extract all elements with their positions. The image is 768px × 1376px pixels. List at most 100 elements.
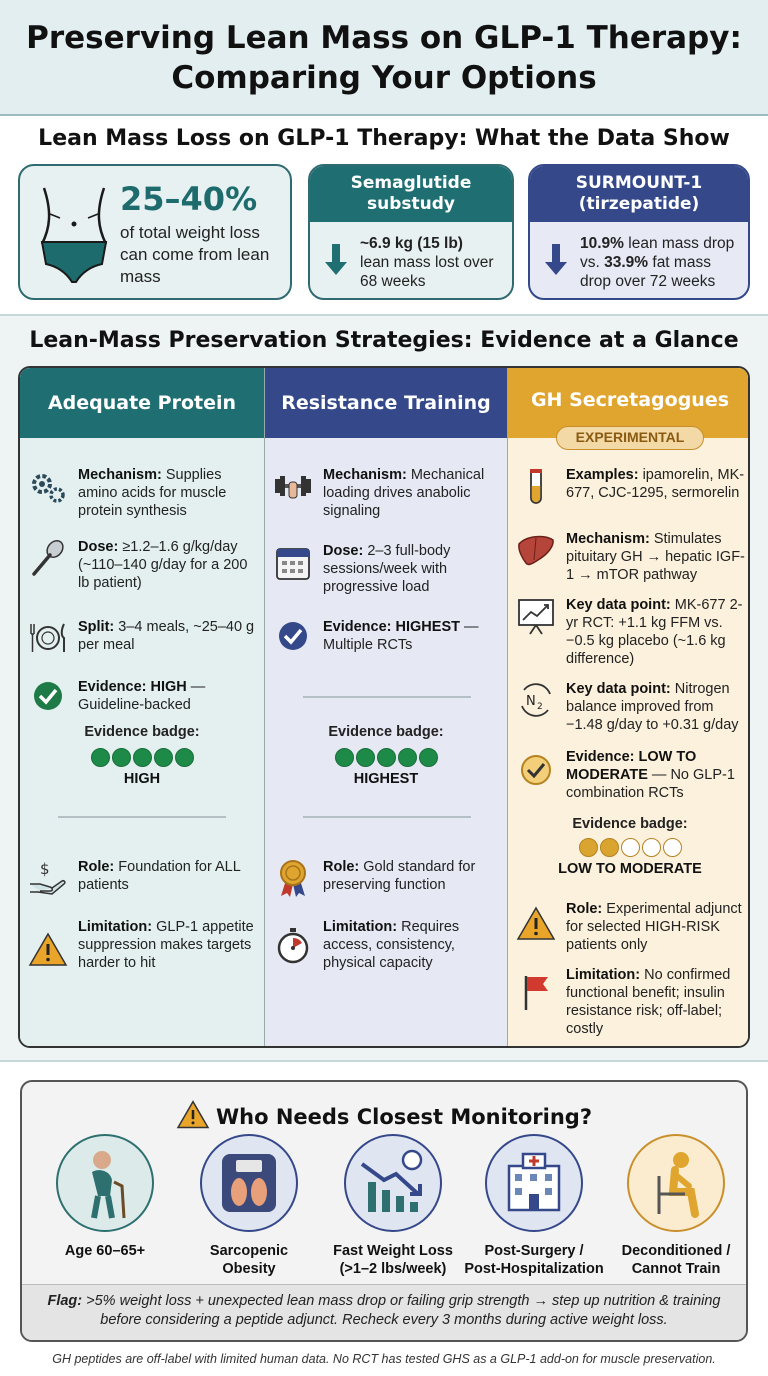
dumbbell-icon [275,476,311,499]
dose-label: Dose: [78,539,119,555]
semaglutide-header: Semaglutide substudy [310,166,512,222]
check-circle-icon [521,755,551,785]
risk-group-fast-loss: Fast Weight Loss (>1–2 lbs/week) [320,1134,466,1278]
role-label: Role: [78,859,115,875]
waist-icon [40,187,108,283]
divider [303,816,471,818]
risk-label: (>1–2 lbs/week) [339,1261,447,1277]
monitoring-panel: Who Needs Closest Monitoring? Age 60–65+… [20,1080,748,1342]
evidence-text: — Guideline-backed [78,679,206,713]
surmount-detail: fat mass drop over 72 weeks [580,254,716,290]
resistance-evidence-dots [265,748,507,772]
ghs-badge-level: LOW TO MODERATE [558,861,702,877]
semaglutide-card: Semaglutide substudy ~6.9 kg (15 lb) lea… [308,164,514,300]
check-circle-icon [34,682,62,710]
evidence-dot-empty [641,838,661,857]
semaglutide-subtitle: substudy [367,194,455,214]
stopwatch-icon [277,928,309,964]
page-title: Preserving Lean Mass on GLP-1 Therapy: C… [0,0,768,98]
ghs-column: GH Secretagogues EXPERIMENTAL Examples: … [507,368,748,1046]
flag-text: >5% weight loss + unexpected lean mass d… [82,1293,721,1328]
limitation-label: Limitation: [566,967,641,983]
evidence-dot-filled [418,748,438,767]
split-text: 3–4 meals, ~25–40 g per meal [78,619,255,653]
evidence-dot-filled [174,748,194,767]
down-arrow-icon [325,244,347,275]
dose-text: 2–3 full-body sessions/week with progres… [323,543,451,595]
warning-icon [28,932,68,966]
check-circle-icon [279,622,307,650]
semaglutide-title: Semaglutide [350,173,472,193]
protein-badge-level: HIGH [123,771,161,787]
resistance-badge-level: HIGHEST [353,771,419,787]
monitoring-heading: Who Needs Closest Monitoring? [22,1100,746,1130]
role-text: Experimental adjunct for selected HIGH-R… [566,901,742,953]
resistance-badge-label: Evidence badge: [328,724,444,740]
semaglutide-detail: lean mass lost over 68 weeks [360,254,494,290]
dose-text: ≥1.2–1.6 g/kg/day (~110–140 g/day for a … [78,539,248,591]
evidence-dot-filled [334,748,354,767]
liver-icon [518,535,554,566]
award-medal-icon [280,860,306,897]
evidence-dot-filled [578,838,598,857]
ghs-evidence-dots [508,838,748,862]
risk-label: Deconditioned / [621,1243,731,1259]
evidence-dot-filled [355,748,375,767]
scale-icon [222,1154,276,1212]
divider [303,696,471,698]
evidence-text: — Multiple RCTs [323,619,479,653]
divider [58,816,226,818]
warning-icon [176,1100,210,1129]
evidence-label: Evidence: HIGH [78,679,187,695]
surmount-fat-value: 33.9% [604,254,649,271]
risk-group-age: Age 60–65+ [32,1134,178,1260]
svg-text:2: 2 [537,702,543,712]
limitation-text: No confirmed functional benefit; insulin… [566,967,731,1037]
surmount-card: SURMOUNT-1 (tirzepatide) 10.9% lean mass… [528,164,750,300]
role-label: Role: [323,859,360,875]
warning-icon [516,906,556,940]
surmount-subtitle: (tirzepatide) [578,194,700,214]
evidence-dot-filled [153,748,173,767]
hospital-icon [507,1152,561,1212]
title-line-2: Comparing Your Options [171,60,597,96]
protein-column: Adequate Protein Mechanism: Supplies ami… [20,368,264,1046]
seated-person-icon [657,1152,699,1218]
footnote: GH peptides are off-label with limited h… [52,1352,716,1366]
chart-board-icon [518,599,554,635]
calendar-icon [276,548,310,580]
dose-label: Dose: [323,543,364,559]
data-point-text: Nitrogen balance improved from −1.48 g/d… [566,681,739,733]
test-tube-icon [530,469,542,504]
evidence-dot-filled [397,748,417,767]
role-text: Gold standard for preserving function [323,859,476,893]
mechanism-text: Stimulates pituitary GH → hepatic IGF-1 … [566,531,745,583]
role-label: Role: [566,901,603,917]
protein-evidence-dots [20,748,264,772]
surmount-body: 10.9% lean mass drop vs. 33.9% fat mass … [530,222,748,291]
surmount-title: SURMOUNT-1 [575,173,703,193]
evidence-dot-filled [132,748,152,767]
risk-group-deconditioned: Deconditioned /Cannot Train [606,1134,746,1278]
monitoring-flag: Flag: >5% weight loss + unexpected lean … [22,1284,746,1340]
data-point-label: Key data point: [566,597,671,613]
risk-label: Fast Weight Loss [333,1243,453,1259]
resistance-header: Resistance Training [265,368,507,438]
evidence-dot-filled [599,838,619,857]
lean-mass-percent: 25–40% [120,180,258,218]
risk-label: Post-Surgery / [484,1243,584,1259]
surmount-mid: lean mass drop vs. [580,235,735,271]
data-point-label: Key data point: [566,681,671,697]
mechanism-label: Mechanism: [323,467,407,483]
svg-text:$: $ [40,860,50,878]
strategies-heading: Lean-Mass Preservation Strategies: Evide… [29,328,739,353]
evidence-dot-filled [90,748,110,767]
down-arrow-icon [545,244,567,275]
gears-icon [32,474,65,503]
plate-cutlery-icon [30,623,65,652]
resistance-column: Resistance Training Mechanism: Mechanica… [264,368,507,1046]
lean-mass-stat-card: 25–40% of total weight loss can come fro… [18,164,292,300]
split-label: Split: [78,619,115,635]
red-flag-icon [524,976,548,1010]
